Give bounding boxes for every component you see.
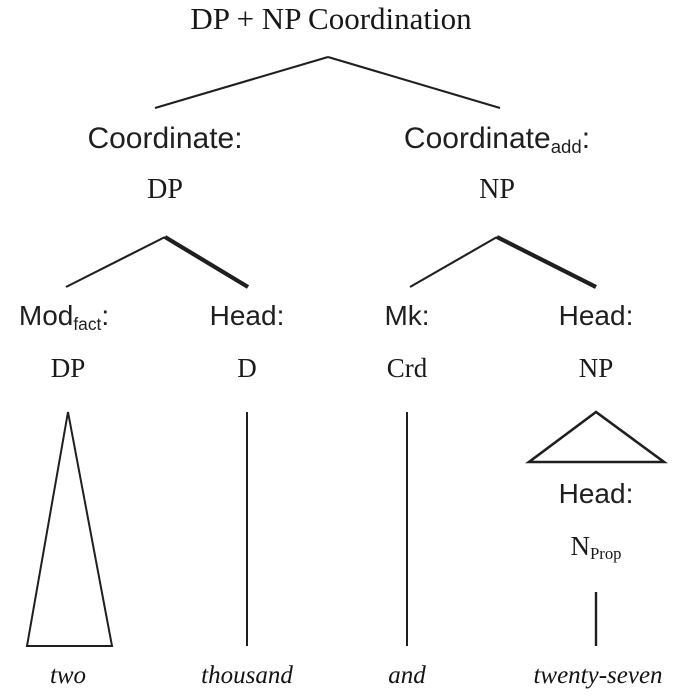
mod-fact-function-colon: :	[101, 300, 110, 331]
node-mk-function: Mk:	[384, 300, 430, 331]
node-coordinate-right-category: NP	[479, 174, 515, 205]
branch-np-to-head-np	[496, 235, 597, 289]
terminal-and: and	[388, 662, 426, 689]
node-mk-category: Crd	[386, 353, 428, 383]
coordinate-left-function-text: Coordinate:	[87, 122, 243, 155]
branch-dp-to-mod	[65, 236, 166, 288]
branch-root-to-coordinate-right	[327, 55, 501, 110]
terminal-twenty-seven: twenty-seven	[533, 662, 663, 689]
coordinate-right-function-colon: :	[581, 122, 591, 155]
coordinate-right-function-text: Coordinate	[403, 122, 551, 155]
node-coordinate-right-function: Coordinateadd:	[403, 122, 591, 157]
node-head-nprop-category: NProp	[570, 531, 622, 564]
terminal-two: two	[49, 662, 87, 689]
branch-root-to-coordinate-left	[154, 55, 329, 110]
branch-np-to-mk	[409, 236, 498, 288]
node-mod-fact-category: DP	[50, 353, 86, 383]
node-coordinate-left-category: DP	[147, 174, 183, 205]
coordinate-right-function-subscript: add	[550, 135, 582, 157]
branch-dp-to-head-d	[163, 235, 250, 289]
node-mod-fact-function: Modfact:	[18, 300, 110, 333]
triangle-np-head	[525, 410, 668, 464]
node-head-np-function: Head:	[558, 300, 634, 331]
node-head-nprop-function: Head:	[558, 478, 634, 509]
figure-title: DP + NP Coordination	[190, 1, 472, 36]
mod-fact-function-text: Mod	[18, 300, 74, 331]
node-head-np-category: NP	[578, 353, 614, 383]
triangle-dp-two	[25, 411, 114, 647]
head-nprop-category-subscript: Prop	[589, 544, 622, 564]
node-head-d-category: D	[237, 353, 257, 383]
head-nprop-category-text: N	[570, 531, 590, 561]
node-coordinate-left-function: Coordinate:	[87, 124, 242, 154]
terminal-thousand: thousand	[201, 662, 293, 689]
mod-fact-function-subscript: fact	[73, 313, 102, 334]
node-head-d-function: Head:	[209, 300, 285, 331]
